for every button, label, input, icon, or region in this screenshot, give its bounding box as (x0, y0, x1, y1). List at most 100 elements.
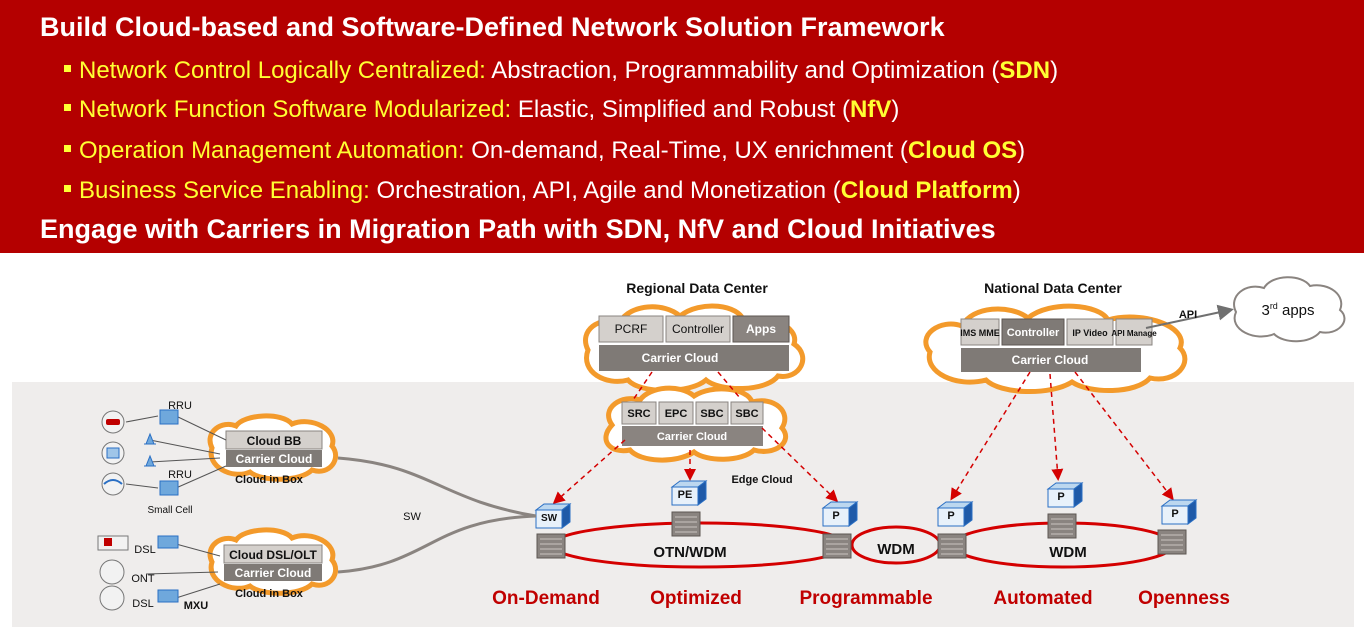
network-diagram: Regional Data Center PCRF Controller App… (97, 276, 1346, 612)
controller-label: Controller (672, 322, 724, 336)
fixed-carrier-cloud-label: Carrier Cloud (235, 566, 312, 580)
cloud-dsl-olt-label: Cloud DSL/OLT (229, 548, 317, 562)
api-manage-label: API Manage (1111, 329, 1157, 338)
wdm-label: WDM (877, 541, 915, 558)
wdm-label: WDM (1049, 544, 1087, 561)
src-label: SRC (627, 408, 650, 420)
antenna-icon (144, 454, 156, 467)
bullet-marker (64, 65, 71, 73)
bullet-lead: Business Service Enabling: (79, 177, 370, 204)
cloud-bb-label: Cloud BB (247, 434, 302, 448)
dashed-arrow-to-sw (552, 439, 626, 504)
bullet-close: ) (1017, 137, 1026, 164)
bullet-tag: Cloud Platform (840, 177, 1013, 204)
access-link (175, 583, 221, 599)
access-links (145, 543, 221, 599)
controller-module (665, 315, 731, 343)
epc-module (658, 401, 694, 425)
switch-label: SW (541, 513, 558, 524)
attribute-on-demand: On-Demand (492, 588, 600, 609)
smartphone-icon (101, 472, 125, 496)
ont-label: ONT (131, 573, 155, 585)
framework-subtitle: Engage with Carriers in Migration Path w… (40, 214, 996, 244)
edge-cloud-label: Edge Cloud (731, 474, 792, 486)
router-icon (536, 533, 566, 559)
bullet-lead: Operation Management Automation: (79, 137, 465, 164)
bullet-text: On-demand, Real-Time, UX enrichment ( (464, 137, 908, 164)
router-icon (1157, 529, 1187, 555)
pcrf-label: PCRF (615, 322, 648, 336)
bullet-lead: Network Control Logically Centralized: (79, 57, 486, 84)
bullet-marker (64, 145, 71, 153)
national-controller-label: Controller (1007, 327, 1060, 339)
bullet-tag: SDN (999, 57, 1051, 84)
edge-carrier-cloud-bar (622, 426, 763, 446)
epc-label: EPC (665, 408, 688, 420)
pcrf-module (598, 315, 664, 343)
otn-wdm-label: OTN/WDM (653, 544, 726, 561)
access-link (145, 571, 219, 575)
p-label: P (947, 510, 954, 522)
rru-link (149, 457, 221, 463)
access-link (175, 543, 221, 557)
ip-video-label: IP Video (1072, 328, 1108, 338)
bullet-close: ) (1050, 57, 1059, 84)
home-detail (104, 538, 112, 546)
bullet-marker (64, 104, 71, 112)
phone-shape (103, 479, 123, 485)
bullet-close: ) (891, 96, 900, 123)
framework-title: Build Cloud-based and Software-Defined N… (40, 12, 945, 42)
bullet-marker (64, 185, 71, 193)
p-router-icon (822, 501, 858, 527)
third-apps-cloud (1233, 276, 1346, 343)
device-link (125, 415, 159, 423)
api-label: API (1179, 309, 1197, 321)
ims-mme-module (960, 318, 1000, 346)
rru-label: RRU (168, 469, 192, 481)
antenna-icon (144, 432, 156, 445)
national-dc-title: National Data Center (984, 280, 1122, 296)
p-router-icon (1161, 499, 1197, 525)
mobile-cloud-in-box-label: Cloud in Box (235, 474, 304, 486)
small-cell-label: Small Cell (147, 505, 192, 516)
bullet-text: Abstraction, Programmability and Optimiz… (485, 57, 1000, 84)
bullet-lead: Network Function Software Modularized: (79, 96, 512, 123)
mxu-label: MXU (184, 600, 209, 612)
bullet-close: ) (1012, 177, 1021, 204)
p-label: P (832, 510, 839, 522)
ims-mme-label: IMS MME (960, 328, 1000, 338)
regional-carrier-cloud-label: Carrier Cloud (642, 351, 719, 365)
dashed-link (717, 371, 741, 399)
p-router-icon (1047, 482, 1083, 508)
national-carrier-cloud-bar (961, 348, 1141, 372)
rru-links (125, 415, 227, 489)
attribute-openness: Openness (1138, 588, 1230, 609)
router-icon (937, 533, 967, 559)
tablet-screen (106, 447, 120, 459)
sw-link-label: SW (403, 511, 421, 523)
bullet-sdn: Network Control Logically Centralized: A… (64, 57, 1058, 85)
apps-label: Apps (746, 322, 776, 336)
api-manage-module (1115, 318, 1153, 346)
sbc-label: SBC (700, 408, 723, 420)
src-module (621, 401, 657, 425)
router-icon (822, 533, 852, 559)
national-carrier-cloud-label: Carrier Cloud (1012, 353, 1089, 367)
rru-icon (159, 409, 179, 425)
fixed-backhaul-link (337, 514, 537, 574)
header-banner: Build Cloud-based and Software-Defined N… (0, 0, 1364, 253)
mobile-carrier-cloud-label: Carrier Cloud (236, 452, 313, 466)
mobile-carrier-cloud-bar (226, 450, 322, 467)
national-controller-module (1001, 318, 1065, 346)
router-icon (1047, 513, 1077, 539)
sbc-label: SBC (735, 408, 758, 420)
dashed-link (632, 371, 653, 401)
regional-dc-title: Regional Data Center (626, 280, 768, 296)
rru-link (149, 439, 221, 455)
p-label: P (1171, 508, 1178, 520)
home-icon (97, 535, 129, 551)
rru-link (175, 415, 227, 441)
p-router-icon (937, 501, 973, 527)
mobile-backhaul-link (337, 456, 537, 518)
dashed-arrow-to-p (950, 371, 1031, 501)
